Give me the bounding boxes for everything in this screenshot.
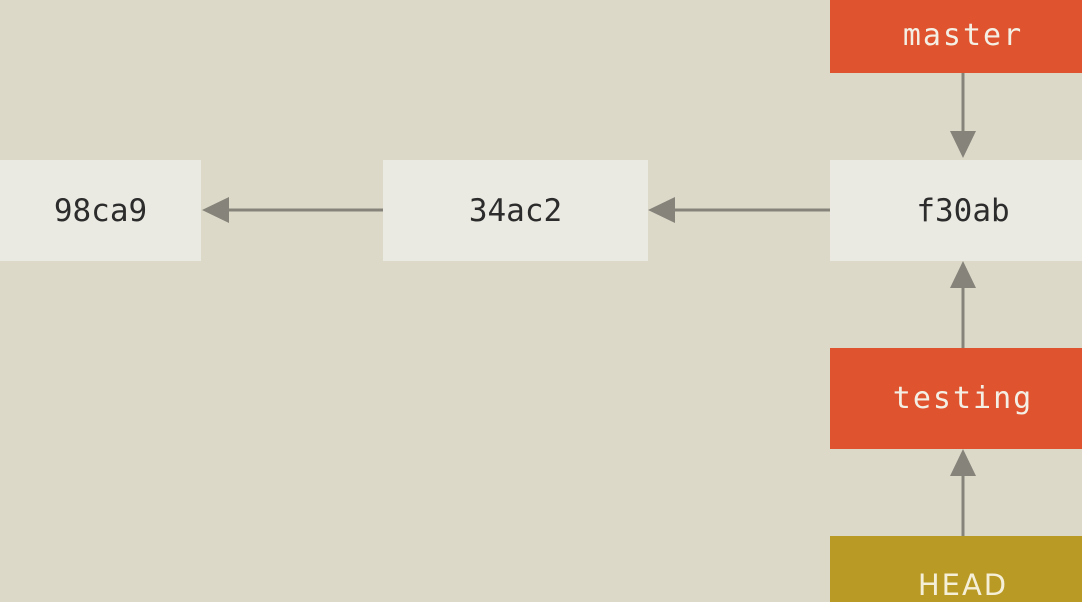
- arrow-testing-to-f30ab: [950, 261, 976, 348]
- branch-master-label: master: [902, 18, 1024, 53]
- arrow-master-to-f30ab: [950, 73, 976, 158]
- commit-f30ab: f30ab: [830, 160, 1082, 261]
- arrow-head-to-testing: [950, 449, 976, 536]
- head-pointer: HEAD: [830, 536, 1082, 602]
- commit-98ca9-label: 98ca9: [53, 192, 148, 229]
- branch-master: master: [830, 0, 1082, 73]
- head-label: HEAD: [917, 568, 1009, 602]
- arrow-34ac2-to-98ca9: [202, 197, 383, 223]
- branch-testing: testing: [830, 348, 1082, 449]
- arrow-f30ab-to-34ac2: [648, 197, 830, 223]
- branch-testing-label: testing: [892, 381, 1034, 416]
- commit-98ca9: 98ca9: [0, 160, 201, 261]
- commit-34ac2: 34ac2: [383, 160, 648, 261]
- commit-34ac2-label: 34ac2: [468, 192, 563, 229]
- commit-f30ab-label: f30ab: [916, 192, 1010, 229]
